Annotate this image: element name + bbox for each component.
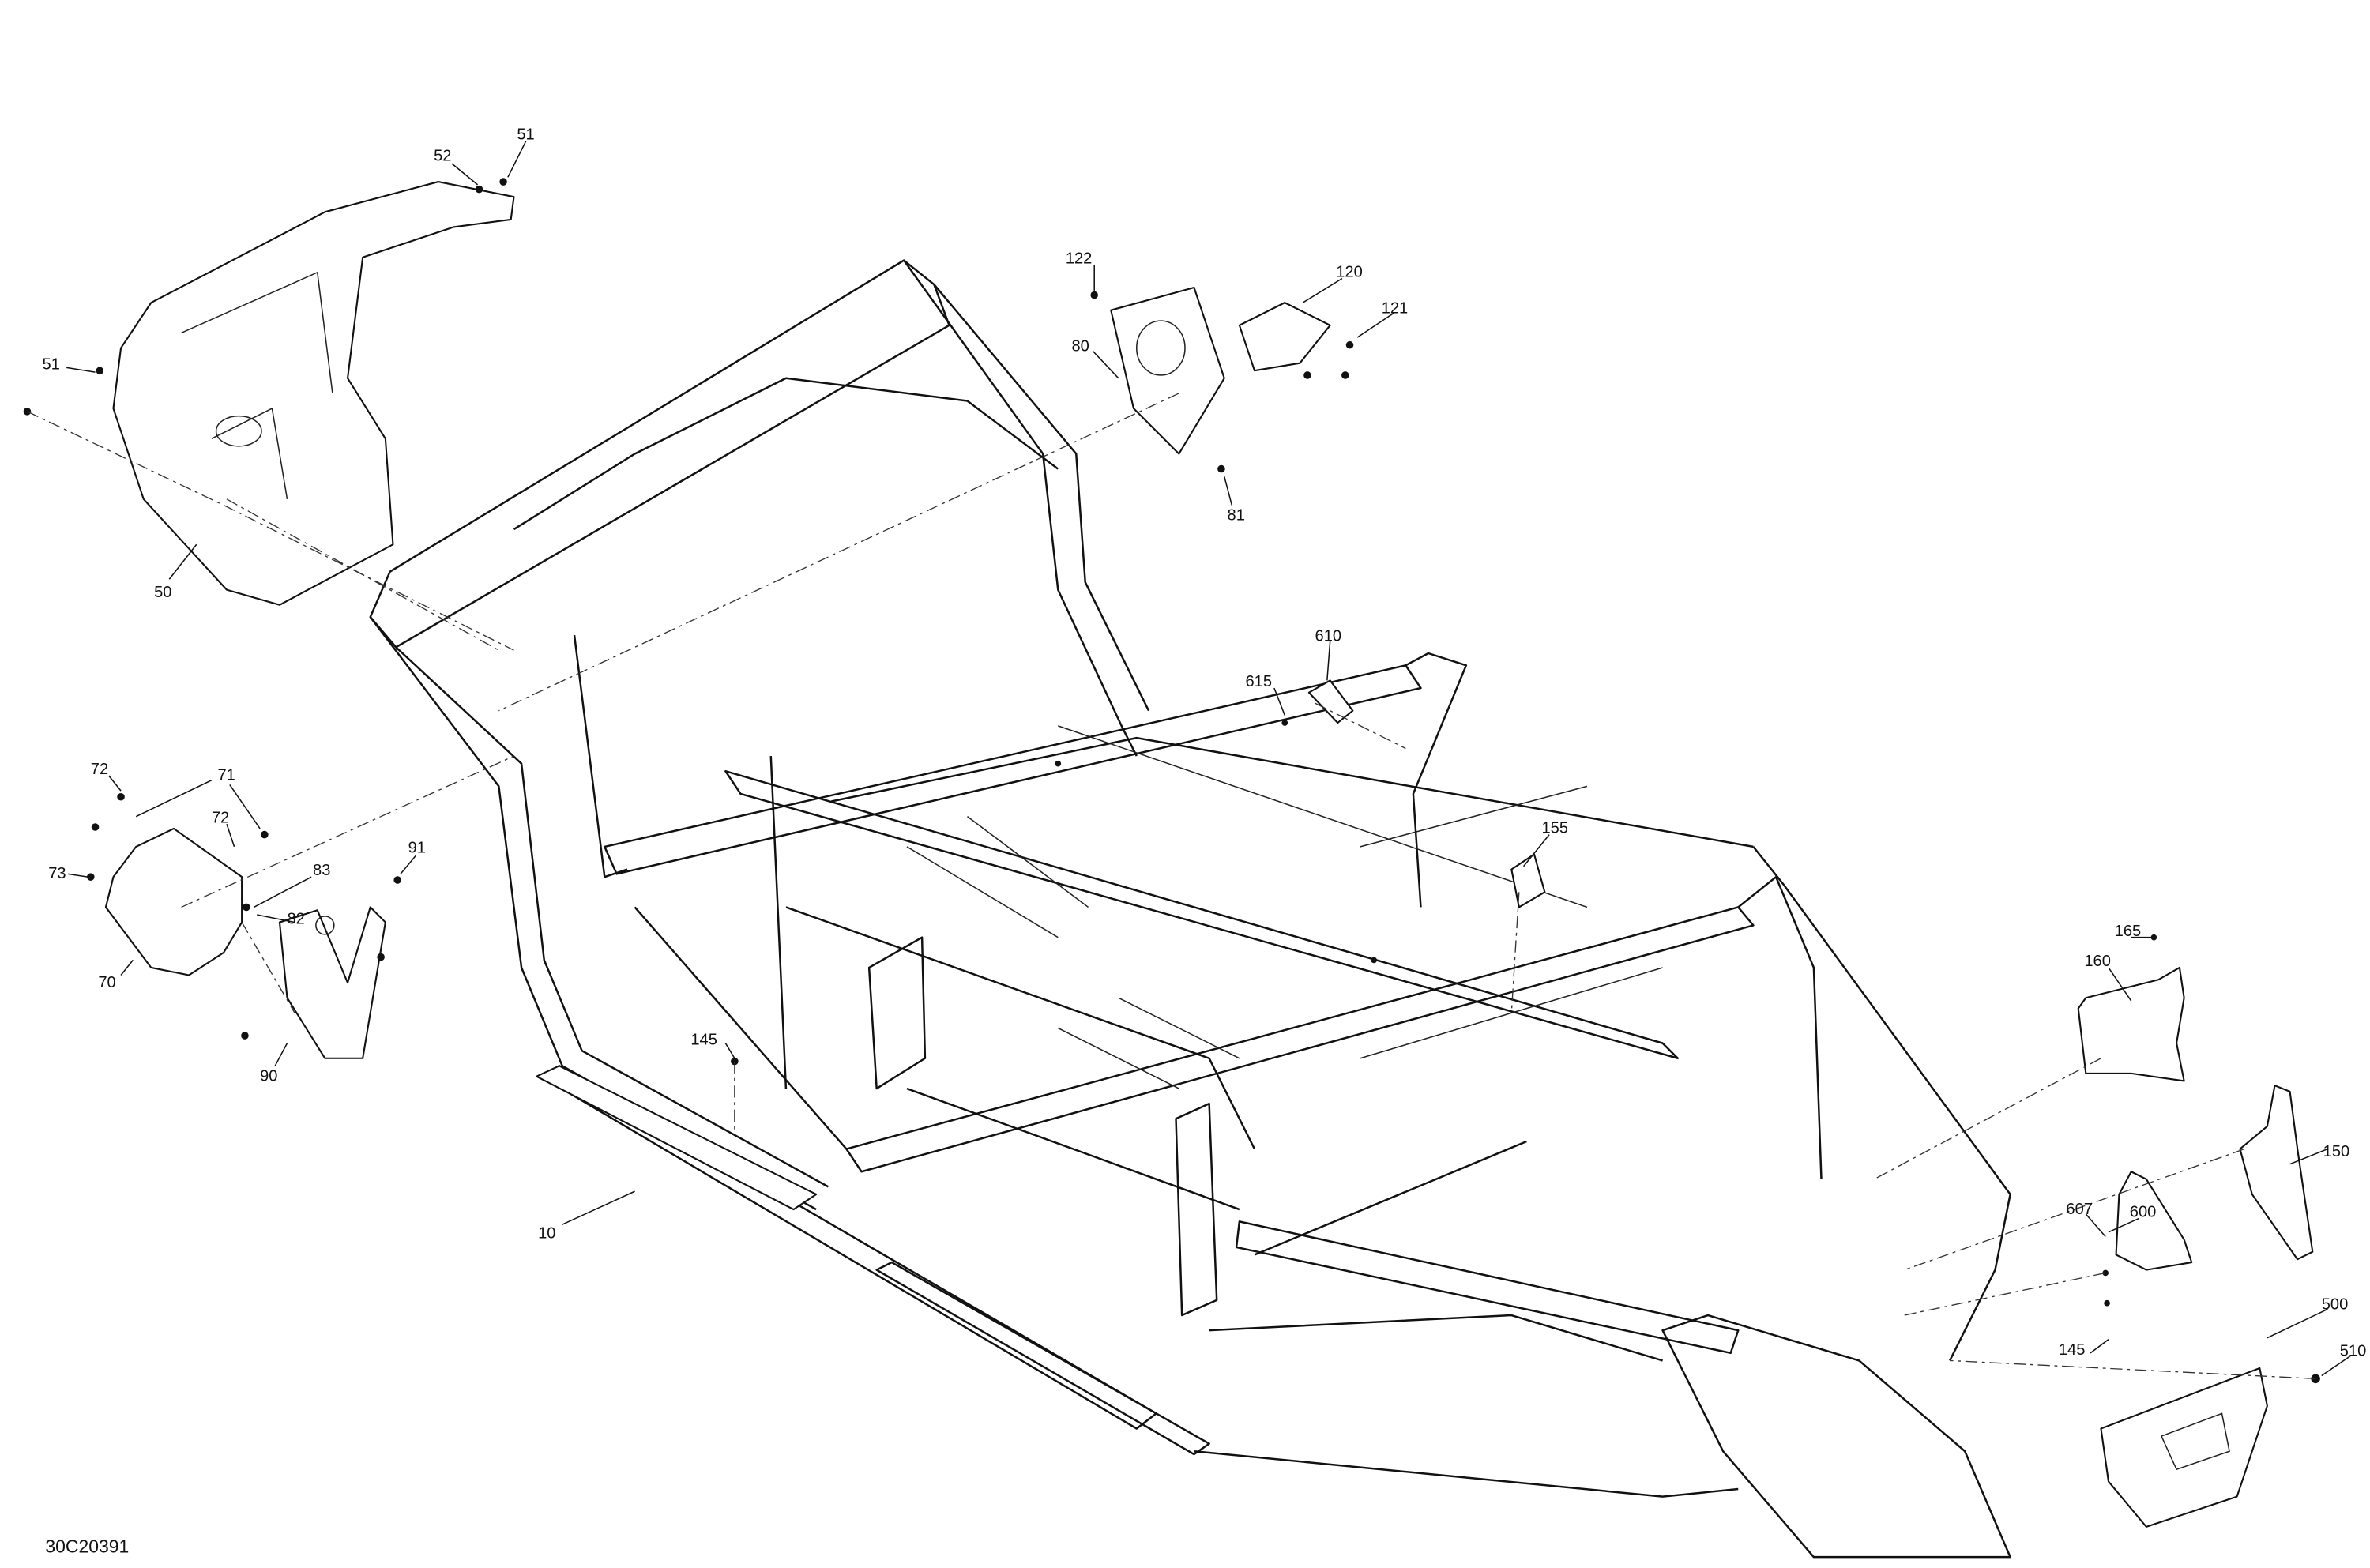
callout-91: 91 [408,840,426,857]
fasteners [23,178,2320,1384]
callout-607: 607 [2066,1201,2093,1218]
part-70-plate [104,827,243,976]
part-50-bracket [112,181,515,606]
part-600-bracket [2115,1171,2193,1271]
callout-51: 51 [43,355,60,373]
callout-615: 615 [1246,673,1273,690]
leader-lines [66,141,2351,1377]
callout-10: 10 [538,1224,555,1242]
part-610-bracket [1307,679,1354,724]
callout-72: 72 [212,809,229,826]
assembly-lines [27,393,2316,1380]
part-160-panel [2077,966,2185,1082]
callout-81: 81 [1228,507,1245,525]
callout-72: 72 [91,761,108,778]
part-90-bracket [278,906,386,1059]
callout-90: 90 [260,1067,277,1085]
callout-73: 73 [48,865,66,882]
callout-500: 500 [2322,1295,2349,1313]
callout-160: 160 [2084,953,2111,970]
callout-155: 155 [1542,820,1569,837]
callout-52: 52 [434,147,451,164]
callout-165: 165 [2115,923,2141,940]
part-155-plate [1510,853,1546,908]
part-150-gusset [2239,1085,2314,1261]
callout-145: 145 [2059,1341,2085,1359]
callout-120: 120 [1336,264,1363,281]
callout-71: 71 [218,767,235,784]
callout-50: 50 [154,584,171,601]
callout-83: 83 [313,862,330,879]
callout-510: 510 [2340,1343,2367,1360]
main-frame [369,259,2011,1559]
callout-150: 150 [2323,1143,2350,1160]
callout-80: 80 [1072,337,1089,355]
part-80-bracket [1110,286,1225,455]
callout-121: 121 [1382,300,1409,318]
callout-610: 610 [1315,628,1342,645]
part-120-bracket [1238,302,1331,372]
part-500-skid-plate [2100,1367,2268,1528]
part-10-rail-cover [536,1065,818,1211]
diagram-code: 30C20391 [45,1536,129,1556]
callout-70: 70 [98,974,115,991]
callout-82: 82 [288,910,305,927]
callout-51: 51 [517,126,534,143]
callout-122: 122 [1066,250,1093,267]
callout-600: 600 [2130,1204,2157,1221]
callout-145: 145 [690,1032,717,1049]
callout-labels: 52 51 51 50 122 120 121 80 81 610 615 72… [43,126,2367,1556]
